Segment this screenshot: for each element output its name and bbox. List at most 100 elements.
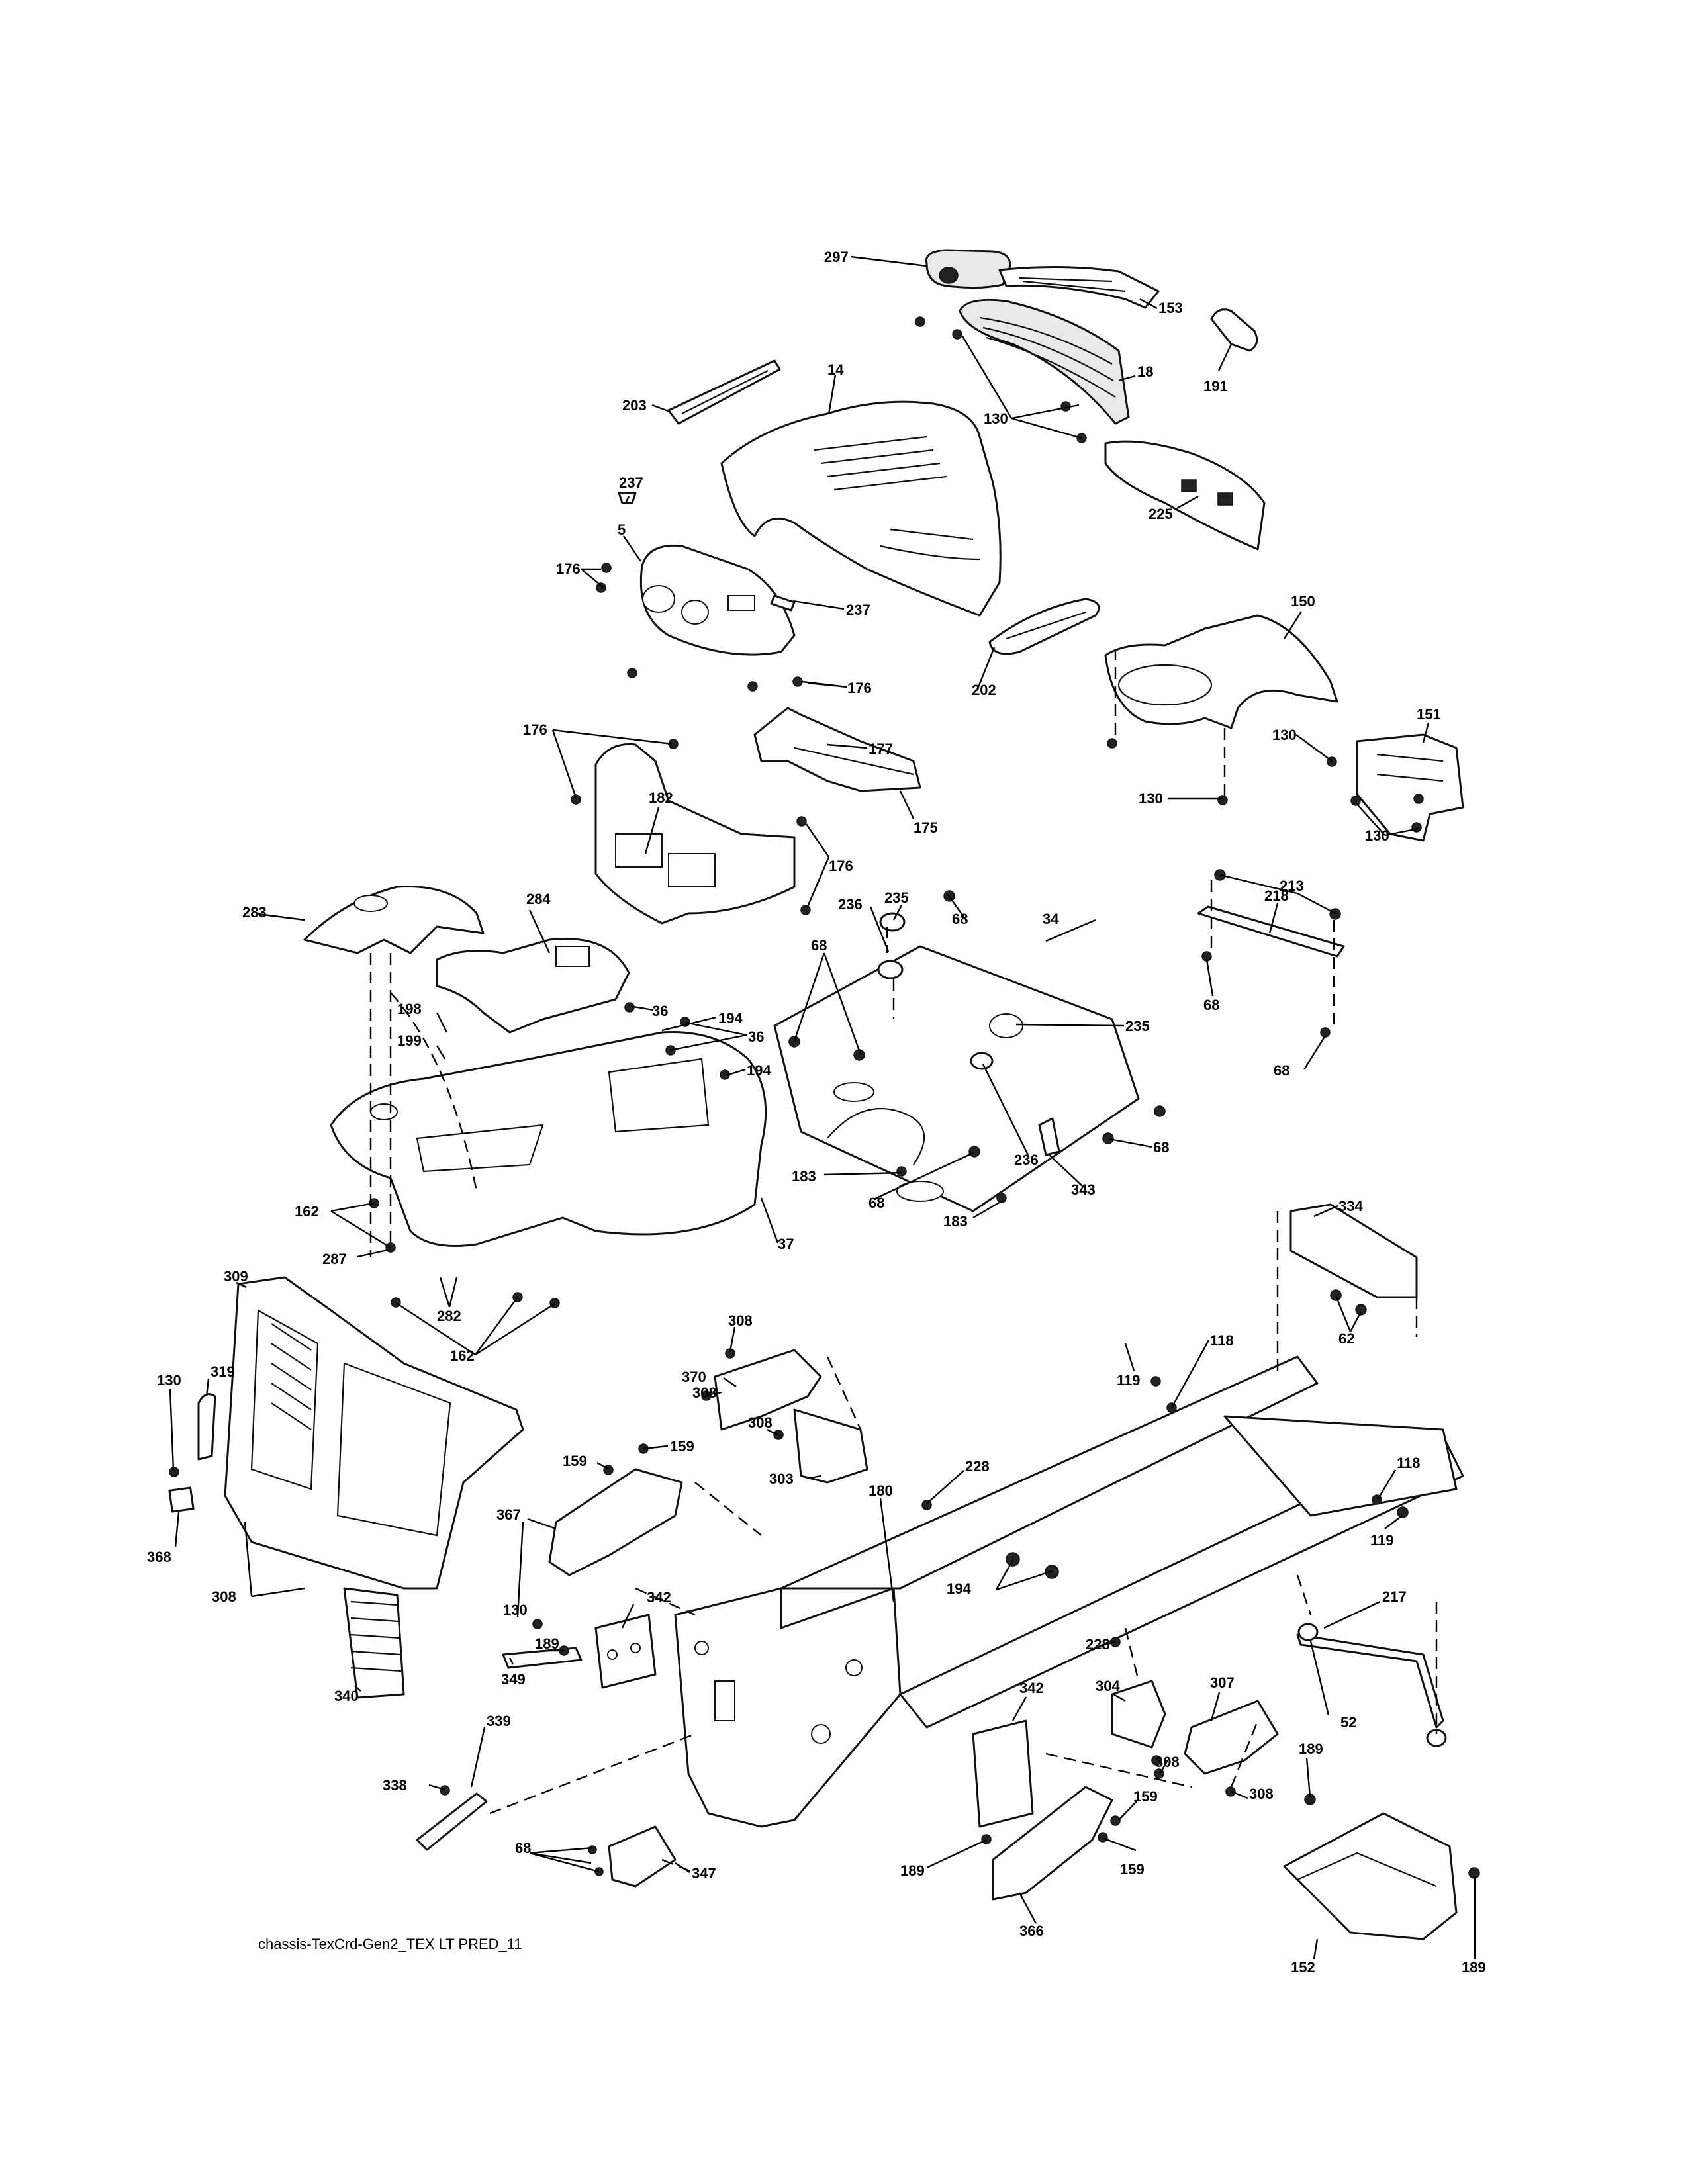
- callout-308: 308: [692, 1385, 717, 1401]
- callout-162: 162: [295, 1203, 319, 1220]
- callout-14: 14: [827, 361, 844, 378]
- callout-307: 307: [1210, 1674, 1235, 1691]
- callout-159: 159: [1120, 1861, 1145, 1878]
- part-203-side-vent-left: [667, 359, 781, 425]
- callout-68: 68: [868, 1195, 884, 1211]
- part-339-rod: [416, 1792, 488, 1851]
- callout-182: 182: [649, 790, 673, 806]
- callout-176: 176: [523, 721, 547, 738]
- callout-347: 347: [692, 1865, 716, 1882]
- part-309-front-grille: [224, 1276, 524, 1590]
- callout-130: 130: [1365, 827, 1389, 844]
- callout-68: 68: [1203, 997, 1219, 1013]
- callout-68: 68: [515, 1840, 531, 1856]
- callout-308: 308: [728, 1312, 753, 1329]
- callout-68: 68: [952, 911, 968, 927]
- callout-118: 118: [1397, 1455, 1421, 1471]
- callout-191: 191: [1203, 378, 1228, 394]
- callout-308: 308: [1155, 1754, 1180, 1770]
- callout-130: 130: [1272, 727, 1297, 743]
- part-153-grille-trim: [998, 265, 1160, 309]
- callout-237: 237: [619, 475, 643, 491]
- callout-225: 225: [1149, 506, 1173, 522]
- callout-194: 194: [718, 1010, 743, 1026]
- callout-119: 119: [1117, 1372, 1141, 1388]
- callout-228: 228: [1086, 1636, 1110, 1653]
- part-283-fender-panel: [303, 886, 485, 954]
- callout-194: 194: [747, 1062, 771, 1079]
- callout-130: 130: [984, 410, 1008, 427]
- callout-235: 235: [884, 889, 909, 906]
- callout-194: 194: [947, 1580, 971, 1597]
- callout-338: 338: [383, 1777, 407, 1794]
- part-34-plate: [773, 945, 1140, 1212]
- callout-68: 68: [811, 937, 827, 954]
- callout-159: 159: [1133, 1788, 1158, 1805]
- callout-176: 176: [556, 561, 581, 577]
- callout-203: 203: [622, 397, 647, 414]
- callout-labels: 297 153 191 18 130 203 14 225 237 5 176 …: [147, 249, 1486, 1976]
- callout-68: 68: [1153, 1139, 1169, 1156]
- callout-342: 342: [1019, 1680, 1044, 1696]
- part-319-strip: [197, 1393, 216, 1461]
- leader-lines: [169, 255, 1476, 1960]
- part-5-dash-panel: [639, 544, 796, 656]
- callout-130: 130: [157, 1372, 181, 1388]
- part-368-pad: [168, 1486, 195, 1513]
- part-370-bracket: [714, 1349, 822, 1431]
- callout-68: 68: [1274, 1062, 1289, 1079]
- callout-175: 175: [914, 819, 938, 836]
- part-37-fender: [330, 1031, 767, 1247]
- callout-152: 152: [1291, 1959, 1315, 1976]
- callout-150: 150: [1291, 593, 1315, 610]
- callout-159: 159: [670, 1438, 694, 1455]
- callout-176: 176: [847, 680, 872, 696]
- callout-319: 319: [211, 1363, 235, 1380]
- callout-236: 236: [1014, 1152, 1039, 1168]
- callout-177: 177: [868, 741, 893, 757]
- callout-368: 368: [147, 1549, 171, 1565]
- callout-62: 62: [1338, 1330, 1354, 1347]
- callout-34: 34: [1043, 911, 1059, 927]
- callout-370: 370: [682, 1369, 706, 1385]
- part-150-fuel-tank-support: [1104, 614, 1338, 729]
- part-218-bracket: [1197, 905, 1345, 958]
- callout-237: 237: [846, 602, 870, 618]
- callout-189: 189: [1462, 1959, 1486, 1976]
- part-343-clip: [1038, 1117, 1060, 1156]
- callout-343: 343: [1071, 1181, 1096, 1198]
- callout-339: 339: [487, 1713, 511, 1729]
- part-180-frame: [674, 1355, 1464, 1828]
- callout-308: 308: [1249, 1786, 1274, 1802]
- callout-303: 303: [769, 1471, 794, 1487]
- callout-367: 367: [496, 1506, 521, 1523]
- fasteners: [169, 316, 1480, 1879]
- callout-236: 236: [838, 896, 863, 913]
- part-347-bracket: [608, 1825, 677, 1888]
- part-284-seat-pan: [436, 938, 630, 1034]
- callout-119: 119: [1370, 1532, 1394, 1549]
- callout-308: 308: [212, 1588, 236, 1605]
- callout-287: 287: [322, 1251, 347, 1267]
- part-297-headlight-lens: [925, 249, 1011, 289]
- diagram-id-caption: chassis-TexCrd-Gen2_TEX LT PRED_11: [258, 1936, 522, 1952]
- callout-36: 36: [652, 1003, 668, 1019]
- part-304-307-brackets: [1111, 1680, 1279, 1775]
- callout-5: 5: [618, 522, 626, 538]
- callout-228: 228: [965, 1458, 990, 1475]
- part-334-rear-bracket: [1289, 1203, 1418, 1298]
- callout-304: 304: [1096, 1678, 1120, 1694]
- callout-213: 213: [1280, 878, 1304, 894]
- callout-18: 18: [1137, 363, 1153, 380]
- part-367-plate: [548, 1468, 683, 1576]
- callout-52: 52: [1340, 1714, 1356, 1731]
- callout-198: 198: [397, 1001, 422, 1017]
- part-342-bracket-left: [594, 1614, 657, 1689]
- part-225-grille-lower: [1104, 440, 1266, 551]
- callout-159: 159: [563, 1453, 587, 1469]
- callout-340: 340: [334, 1688, 359, 1704]
- callout-202: 202: [972, 682, 996, 698]
- callout-151: 151: [1417, 706, 1441, 723]
- callout-199: 199: [397, 1032, 422, 1049]
